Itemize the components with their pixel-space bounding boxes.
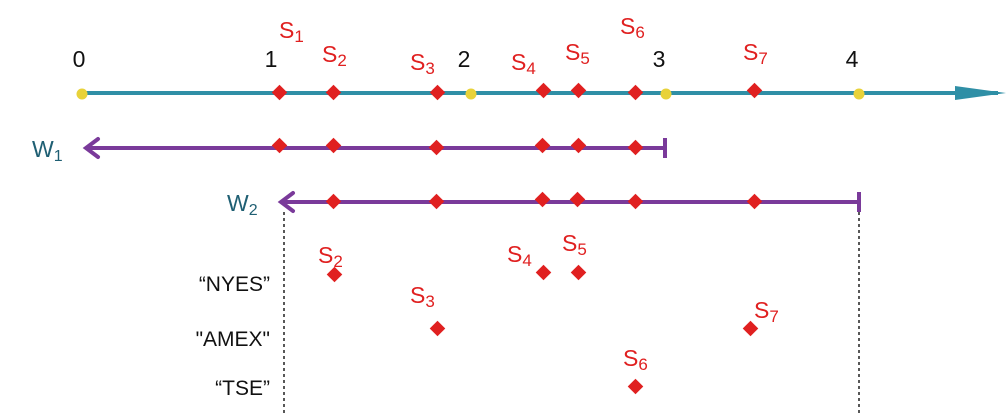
event-label-s6: S6	[620, 13, 645, 42]
w2-event-s2	[325, 193, 342, 210]
event-label-s2: S2	[322, 41, 347, 70]
w1-event-s3	[428, 139, 445, 156]
axis-event-s1	[271, 84, 288, 101]
tick-dot-2	[465, 88, 477, 100]
axis-event-s4	[535, 82, 552, 99]
nyes-event-s5	[570, 264, 587, 281]
amex-event-label-s7: S7	[754, 297, 779, 326]
stream-label-tse: “TSE”	[215, 377, 270, 400]
w2-event-s4	[534, 191, 551, 208]
event-label-s1: S1	[279, 17, 304, 46]
nyes-event-label-s5: S5	[562, 230, 587, 259]
tick-label-2: 2	[458, 46, 471, 72]
tick-label-3: 3	[653, 46, 666, 72]
stream-label-amex: "AMEX"	[196, 328, 270, 351]
tse-event-label-s6: S6	[623, 345, 648, 374]
axis-event-s3	[429, 84, 446, 101]
event-label-s3: S3	[410, 49, 435, 78]
amex-event-s3	[429, 320, 446, 337]
amex-event-label-s3: S3	[410, 282, 435, 311]
w2-event-s3	[428, 193, 445, 210]
window-label-w1: W1	[32, 136, 63, 165]
axis-event-s2	[325, 84, 342, 101]
nyes-event-label-s4: S4	[507, 241, 532, 270]
tick-dot-3	[660, 88, 672, 100]
stream-label-nyes: “NYES”	[199, 273, 270, 296]
tick-dot-4	[853, 88, 865, 100]
w2-event-s7	[746, 193, 763, 210]
event-label-s7: S7	[743, 39, 768, 68]
w2-event-s6	[627, 193, 644, 210]
nyes-event-label-s2: S2	[318, 242, 343, 271]
window-label-w2: W2	[227, 190, 258, 219]
axis-event-s5	[570, 82, 587, 99]
tick-label-4: 4	[846, 46, 859, 72]
w1-event-s6	[627, 139, 644, 156]
amex-event-s7	[742, 320, 759, 337]
time-axis-arrowhead	[955, 86, 1006, 100]
w1-event-s4	[534, 137, 551, 154]
w1-event-s5	[570, 137, 587, 154]
event-label-s4: S4	[511, 49, 536, 78]
axis-event-s7	[746, 82, 763, 99]
tick-label-0: 0	[73, 46, 86, 72]
axis-event-s6	[627, 84, 644, 101]
tse-event-s6	[627, 378, 644, 395]
window-w1-open-end	[82, 137, 100, 159]
tick-label-1: 1	[265, 46, 278, 72]
nyes-event-s4	[535, 264, 552, 281]
event-label-s5: S5	[565, 39, 590, 68]
w1-event-s2	[325, 137, 342, 154]
w2-event-s5	[569, 191, 586, 208]
w1-event-s1	[271, 137, 288, 154]
window-w2-open-end	[277, 191, 295, 213]
tick-dot-0	[76, 88, 88, 100]
